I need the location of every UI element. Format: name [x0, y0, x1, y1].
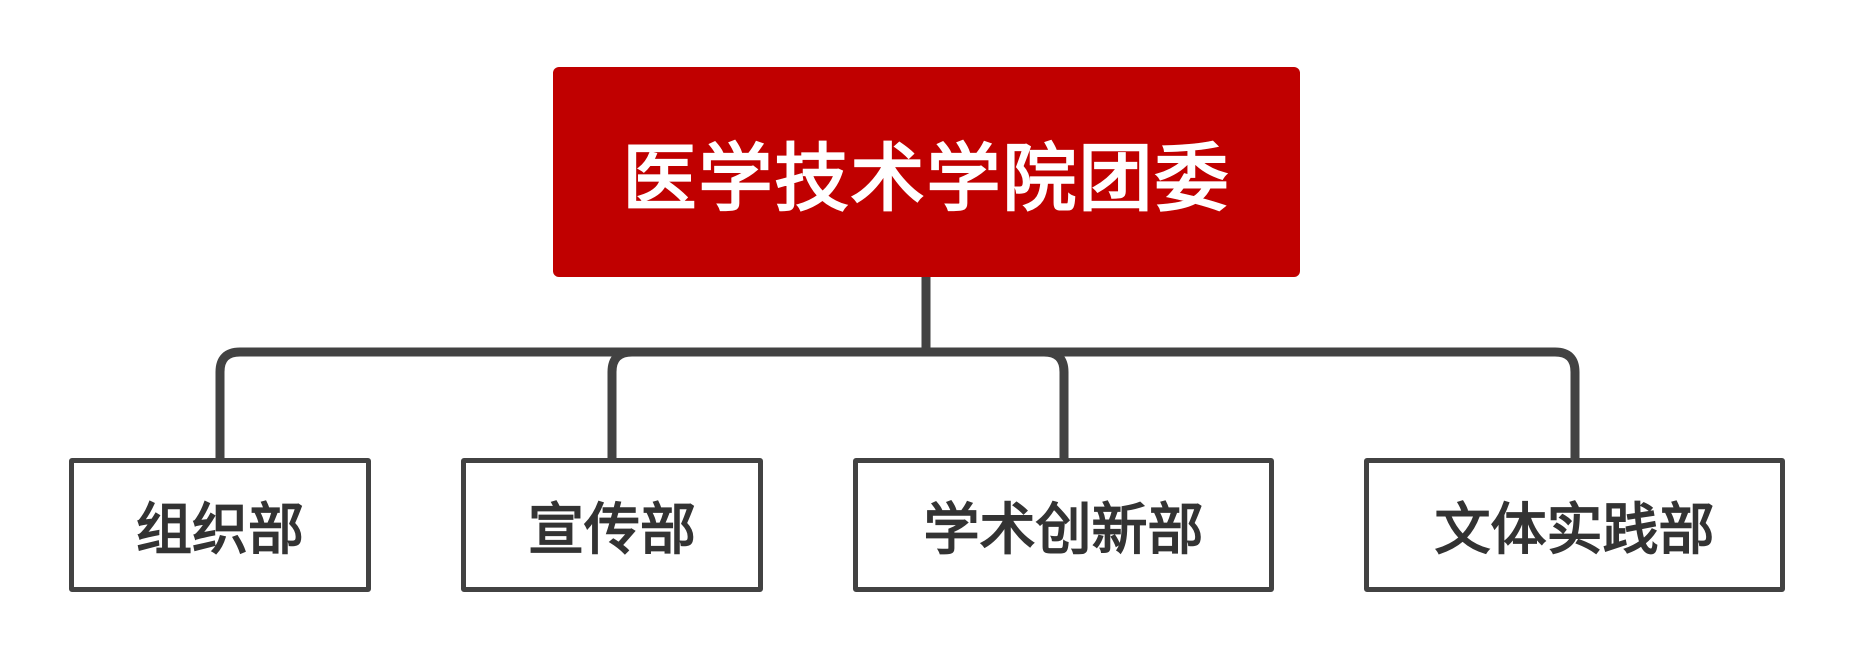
connector-branch-0: [215, 347, 241, 458]
connector-branch-1: [607, 347, 633, 458]
child-node-academic-innovation: 学术创新部: [853, 458, 1274, 592]
root-node-label: 医学技术学院团委: [622, 135, 1231, 222]
connector-branch-2: [1043, 347, 1069, 458]
root-node-box: 医学技术学院团委: [553, 67, 1300, 277]
child-node-label: 宣传部: [528, 497, 696, 563]
child-node-label: 学术创新部: [923, 497, 1204, 563]
child-node-publicity: 宣传部: [461, 458, 763, 592]
child-node-organization: 组织部: [69, 458, 371, 592]
child-node-label: 组织部: [136, 497, 304, 563]
child-node-label: 文体实践部: [1434, 497, 1715, 563]
child-node-culture-sports-practice: 文体实践部: [1364, 458, 1785, 592]
connector-branch-3: [1554, 347, 1580, 458]
